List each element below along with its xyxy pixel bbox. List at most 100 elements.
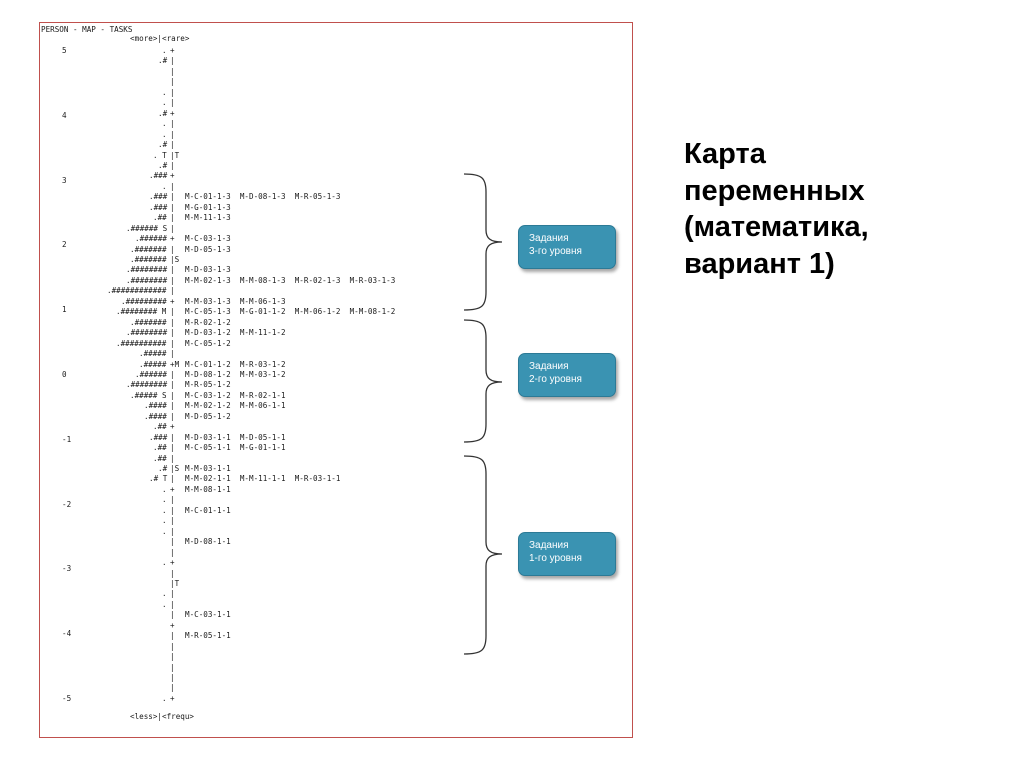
task-items: M-M-11-1-3 [185, 213, 231, 222]
task-items: M-M-08-1-1 [185, 485, 231, 494]
axis-mark: | [170, 401, 175, 410]
callout-level-3-line1: Задания [529, 233, 569, 244]
axis-mark: | [170, 192, 175, 201]
person-mark: .# T [149, 474, 168, 483]
person-mark: .############ [107, 286, 167, 295]
person-mark: .#### [144, 412, 167, 421]
axis-mark: + [170, 422, 175, 431]
axis-mark: | [170, 527, 175, 536]
scale-label: 2 [62, 240, 67, 249]
axis-mark: |T [170, 579, 180, 588]
person-mark: . [162, 182, 167, 191]
scale-label: -5 [62, 694, 72, 703]
axis-mark: | [170, 495, 175, 504]
axis-mark: + [170, 46, 175, 55]
axis-mark: | [170, 537, 175, 546]
callout-level-1-line2: 1-го уровня [529, 553, 582, 564]
task-items: M-C-01-1-2 M-R-03-1-2 [185, 360, 286, 369]
person-mark: . [162, 527, 167, 536]
axis-mark: | [170, 265, 175, 274]
scale-label: 5 [62, 46, 67, 55]
person-mark: .# [158, 140, 168, 149]
person-mark: . [162, 516, 167, 525]
axis-mark: | [170, 119, 175, 128]
person-mark: .###### [135, 370, 168, 379]
axis-mark: |T [170, 151, 180, 160]
slide-title: Карта переменных (математика, вариант 1) [684, 136, 1004, 282]
person-mark: .####### [130, 318, 167, 327]
person-mark: . [162, 46, 167, 55]
axis-mark: |S [170, 255, 180, 264]
axis-mark: | [170, 286, 175, 295]
axis-mark: | [170, 224, 175, 233]
axis-mark: | [170, 631, 175, 640]
axis-mark: + [170, 621, 175, 630]
person-mark: . T [153, 151, 167, 160]
person-mark: . [162, 558, 167, 567]
map-top-label: <more>|<rare> [130, 34, 190, 43]
person-mark: .######## [126, 265, 168, 274]
axis-mark: | [170, 182, 175, 191]
person-mark: . [162, 694, 167, 703]
person-mark: . [162, 495, 167, 504]
person-mark: .########## [116, 339, 167, 348]
scale-label: -2 [62, 500, 72, 509]
task-items: M-M-02-1-2 M-M-06-1-1 [185, 401, 286, 410]
scale-label: 3 [62, 176, 67, 185]
axis-mark: | [170, 318, 175, 327]
axis-mark: | [170, 130, 175, 139]
person-mark: .######## M [116, 307, 167, 316]
axis-mark: | [170, 642, 175, 651]
axis-mark: | [170, 600, 175, 609]
axis-mark: | [170, 88, 175, 97]
person-mark: . [162, 506, 167, 515]
axis-mark: | [170, 391, 175, 400]
person-mark: . [162, 600, 167, 609]
axis-mark: |S [170, 464, 180, 473]
task-items: M-M-03-1-1 [185, 464, 231, 473]
person-mark: . [162, 119, 167, 128]
scale-label: -4 [62, 629, 72, 638]
person-mark: .######## [126, 380, 168, 389]
slide-title-line-2: переменных [684, 174, 865, 207]
map-header: PERSON - MAP - TASKS [41, 25, 133, 34]
axis-mark: | [170, 370, 175, 379]
callout-level-1-line1: Задания [529, 540, 569, 551]
axis-mark: + [170, 485, 175, 494]
slide-title-line-4: вариант 1) [684, 247, 835, 280]
person-mark: .### [149, 171, 168, 180]
person-mark: .## [153, 443, 167, 452]
scale-label: 0 [62, 370, 67, 379]
task-items: M-R-05-1-2 [185, 380, 231, 389]
person-mark: . [162, 130, 167, 139]
axis-mark: | [170, 77, 175, 86]
person-mark: .# [158, 161, 168, 170]
axis-mark: | [170, 276, 175, 285]
person-mark: .##### [139, 349, 167, 358]
scale-label: -1 [62, 435, 72, 444]
scale-label: -3 [62, 564, 72, 573]
task-items: M-C-01-1-1 [185, 506, 231, 515]
axis-mark: | [170, 443, 175, 452]
task-items: M-C-03-1-1 [185, 610, 231, 619]
axis-mark: | [170, 349, 175, 358]
person-mark: .##### [139, 360, 167, 369]
axis-mark: + [170, 171, 175, 180]
person-mark: . [162, 88, 167, 97]
callout-level-2-line1: Задания [529, 361, 569, 372]
person-mark: .# [158, 56, 168, 65]
task-items: M-C-05-1-3 M-G-01-1-2 M-M-06-1-2 M-M-08-… [185, 307, 396, 316]
map-bottom-label: <less>|<frequ> [130, 712, 195, 721]
person-mark: .### [149, 433, 168, 442]
axis-mark: | [170, 454, 175, 463]
axis-mark: | [170, 380, 175, 389]
task-items: M-C-01-1-3 M-D-08-1-3 M-R-05-1-3 [185, 192, 341, 201]
brace-level-2 [463, 319, 503, 443]
person-mark: .#### [144, 401, 167, 410]
axis-mark: | [170, 98, 175, 107]
callout-level-3-line2: 3-го уровня [529, 246, 582, 257]
person-mark: . [162, 485, 167, 494]
person-mark: .######### [121, 297, 167, 306]
callout-level-3: Задания 3-го уровня [518, 225, 616, 269]
callout-level-2: Задания 2-го уровня [518, 353, 616, 397]
